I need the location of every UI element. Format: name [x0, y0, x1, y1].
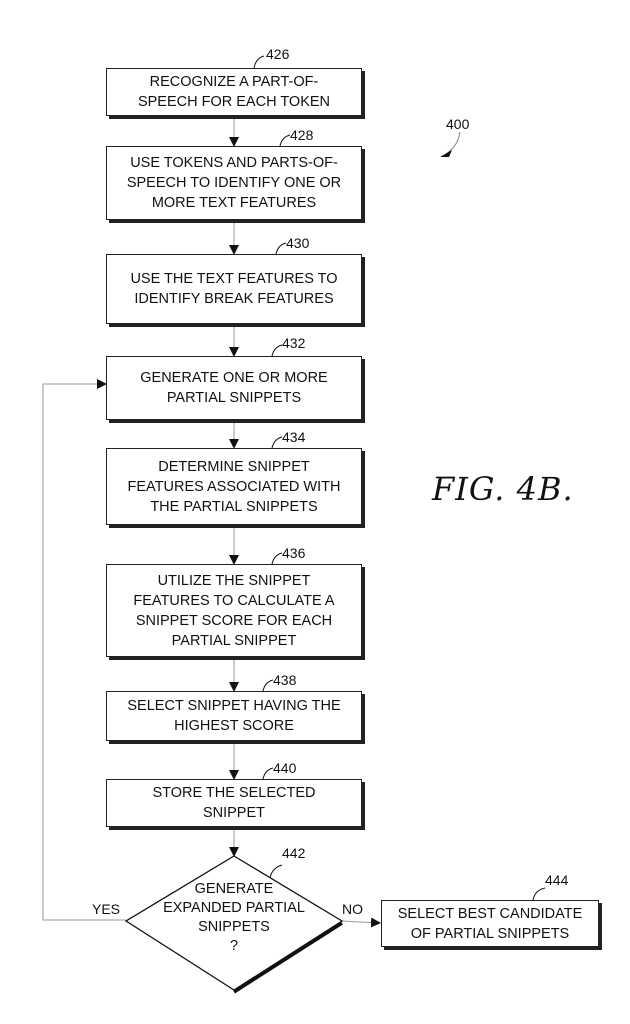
step-box-438: SELECT SNIPPET HAVING THE HIGHEST SCORE — [106, 691, 362, 741]
terminal-box-444: SELECT BEST CANDIDATE OF PARTIAL SNIPPETS — [381, 900, 599, 947]
ref-leader-442 — [269, 864, 283, 879]
pointer-arrow-400-icon — [440, 150, 452, 157]
decision-diamond-shadow — [233, 921, 343, 994]
figure-label: FIG. 4B. — [432, 470, 574, 508]
ref-leader-430 — [275, 242, 287, 255]
step-text: USE THE TEXT FEATURES TO — [130, 271, 338, 287]
decision-line: SNIPPETS — [198, 919, 270, 935]
step-text: STORE THE SELECTED — [152, 785, 316, 801]
decision-line: EXPANDED PARTIAL — [163, 900, 305, 916]
step-box-432: GENERATE ONE OR MORE PARTIAL SNIPPETS — [106, 356, 362, 420]
ref-leader-440 — [262, 767, 274, 780]
terminal-text: SELECT BEST CANDIDATE — [397, 905, 583, 922]
step-text: IDENTIFY BREAK FEATURES — [134, 291, 334, 307]
ref-label-430: 430 — [286, 235, 310, 251]
ref-label-440: 440 — [273, 760, 297, 776]
ref-label-442: 442 — [282, 845, 306, 861]
step-text: SPEECH FOR EACH TOKEN — [137, 94, 331, 110]
terminal-text: OF PARTIAL SNIPPETS — [410, 925, 570, 942]
step-text: SELECT SNIPPET HAVING THE — [127, 698, 341, 714]
yes-loop-connector — [42, 379, 126, 921]
step-text: UTILIZE THE SNIPPET — [157, 572, 311, 589]
step-text: PARTIAL SNIPPET — [171, 632, 297, 649]
yes-label: YES — [92, 901, 121, 917]
step-text: THE PARTIAL SNIPPETS — [150, 498, 318, 515]
decision-text: GENERATE EXPANDED PARTIAL SNIPPETS ? — [150, 880, 318, 956]
ref-label-434: 434 — [282, 429, 306, 445]
step-text: FEATURES ASSOCIATED WITH — [127, 478, 341, 495]
ref-label-436: 436 — [282, 545, 306, 561]
ref-leader-432 — [271, 344, 283, 357]
step-box-430: USE THE TEXT FEATURES TO IDENTIFY BREAK F… — [106, 254, 362, 324]
ref-leader-438 — [262, 679, 274, 692]
ref-label-432: 432 — [282, 335, 306, 351]
step-box-426: RECOGNIZE A PART-OF- SPEECH FOR EACH TOKE… — [106, 68, 362, 116]
step-text: HIGHEST SCORE — [174, 718, 294, 734]
step-text: RECOGNIZE A PART-OF- — [149, 74, 319, 90]
step-box-428: USE TOKENS AND PARTS-OF- SPEECH TO IDENTI… — [106, 146, 362, 220]
step-text: FEATURES TO CALCULATE A — [133, 592, 335, 609]
figure-reference-400: 400 — [446, 116, 470, 132]
step-text: PARTIAL SNIPPETS — [166, 390, 302, 406]
no-label: NO — [342, 901, 363, 917]
ref-label-444: 444 — [545, 872, 569, 888]
step-text: USE TOKENS AND PARTS-OF- — [130, 155, 338, 171]
ref-leader-426 — [253, 55, 265, 69]
step-box-434: DETERMINE SNIPPET FEATURES ASSOCIATED WIT… — [106, 448, 362, 525]
step-text: MORE TEXT FEATURES — [151, 195, 317, 211]
ref-label-426: 426 — [266, 46, 290, 62]
step-box-436: UTILIZE THE SNIPPET FEATURES TO CALCULATE… — [106, 564, 362, 657]
step-text: SNIPPET — [202, 805, 266, 821]
step-text: DETERMINE SNIPPET — [158, 458, 310, 475]
ref-label-438: 438 — [273, 672, 297, 688]
ref-leader-428 — [279, 134, 291, 147]
ref-label-428: 428 — [290, 127, 314, 143]
ref-leader-434 — [271, 436, 283, 449]
ref-leader-444 — [532, 887, 546, 901]
ref-leader-400 — [445, 131, 461, 155]
step-text: SNIPPET SCORE FOR EACH — [135, 612, 333, 629]
step-box-440: STORE THE SELECTED SNIPPET — [106, 779, 362, 827]
step-text: SPEECH TO IDENTIFY ONE OR — [126, 175, 342, 191]
decision-line: GENERATE — [194, 881, 274, 897]
no-connector — [341, 917, 381, 928]
ref-leader-436 — [271, 552, 283, 565]
step-text: GENERATE ONE OR MORE — [140, 370, 328, 386]
decision-line: ? — [229, 938, 239, 954]
